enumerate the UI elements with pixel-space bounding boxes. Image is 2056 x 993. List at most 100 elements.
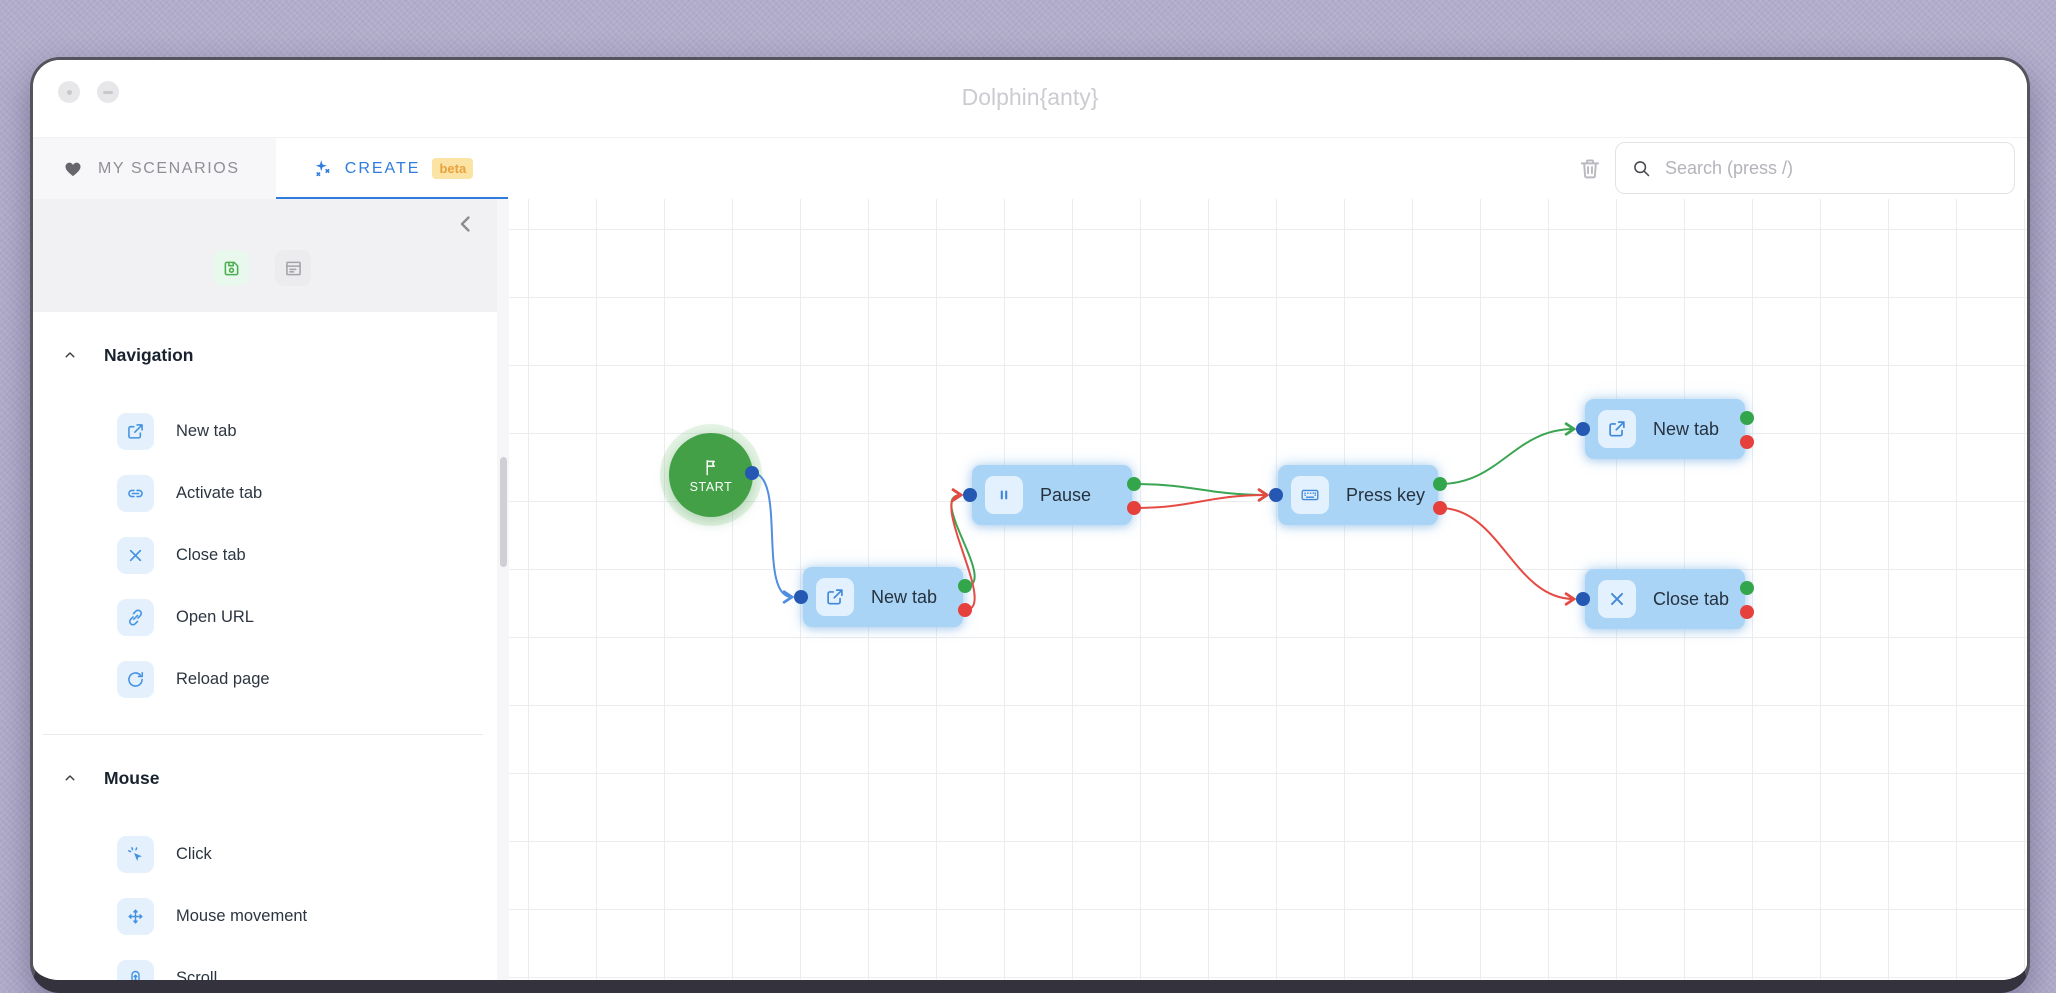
flow-node-newtab-a[interactable]: New tab (803, 567, 963, 627)
keyboard-icon (1299, 484, 1321, 506)
input-port[interactable] (963, 488, 977, 502)
beta-badge: beta (432, 158, 474, 179)
search-box (1615, 142, 2015, 194)
close-tab-icon (1606, 588, 1628, 610)
sidebar-item-open-url[interactable]: Open URL (33, 586, 497, 648)
collapse-sidebar-button[interactable] (451, 209, 481, 239)
sidebar-item-reload-page[interactable]: Reload page (33, 648, 497, 710)
section-header-mouse[interactable]: Mouse (33, 757, 497, 799)
error-port[interactable] (958, 603, 972, 617)
node-icon-chip (1291, 476, 1329, 514)
sidebar-scrollbar (497, 199, 509, 980)
app-window: Dolphin{anty} MY SCENARIOS CREATE beta (30, 57, 2030, 993)
search-icon (1631, 158, 1652, 179)
success-port[interactable] (1127, 477, 1141, 491)
node-label: Close tab (1653, 588, 1730, 609)
sidebar-item-click[interactable]: Click (33, 823, 497, 885)
edge-presskey-closetab (1439, 507, 1577, 606)
flow-node-presskey[interactable]: Press key (1278, 465, 1438, 525)
edge-pause-presskey (1133, 488, 1270, 509)
sidebar-item-mouse-movement[interactable]: Mouse movement (33, 885, 497, 947)
form-view-button[interactable] (275, 250, 311, 286)
sidebar-item-close-tab[interactable]: Close tab (33, 524, 497, 586)
item-icon-chip (117, 660, 154, 698)
input-port[interactable] (1269, 488, 1283, 502)
sidebar-item-activate-tab[interactable]: Activate tab (33, 462, 497, 524)
error-port[interactable] (1740, 435, 1754, 449)
sidebar-item-label: Mouse movement (176, 906, 308, 925)
tab-my-scenarios[interactable]: MY SCENARIOS (33, 138, 276, 199)
item-icon-chip (117, 598, 154, 636)
item-icon-chip (117, 474, 154, 512)
item-icon-chip (117, 536, 154, 574)
sidebar-item-new-tab[interactable]: New tab (33, 400, 497, 462)
edge-presskey-newtab-b (1439, 422, 1577, 485)
activate-tab-icon (125, 483, 146, 504)
output-port[interactable] (745, 466, 759, 480)
success-port[interactable] (1433, 477, 1447, 491)
new-tab-icon (125, 421, 146, 442)
save-button[interactable] (213, 250, 249, 286)
chevron-up-icon (63, 348, 77, 362)
scrollbar-thumb[interactable] (499, 457, 507, 567)
sidebar-item-label: Reload page (176, 669, 270, 688)
sparkles-icon (311, 158, 333, 180)
window-control-close[interactable] (58, 81, 80, 103)
flow-node-pause[interactable]: Pause (972, 465, 1132, 525)
new-tab-icon (824, 586, 846, 608)
success-port[interactable] (1740, 581, 1754, 595)
flow-edges (751, 422, 1577, 611)
error-port[interactable] (1127, 501, 1141, 515)
node-icon-chip (1598, 410, 1636, 448)
error-port[interactable] (1740, 605, 1754, 619)
node-icon-chip (985, 476, 1023, 514)
tab-create[interactable]: CREATE beta (276, 138, 508, 200)
flow-node-newtab-b[interactable]: New tab (1585, 399, 1745, 459)
chevron-left-icon (454, 212, 478, 236)
item-icon-chip (117, 959, 154, 980)
input-port[interactable] (1576, 422, 1590, 436)
click-icon (125, 844, 146, 865)
start-node-label: START (689, 479, 733, 494)
edge-start-newtab-a (751, 472, 795, 604)
item-icon-chip (117, 412, 154, 450)
sidebar-item-label: Open URL (176, 607, 254, 626)
sidebar-item-label: Click (176, 844, 212, 863)
flag-icon (701, 457, 721, 477)
open-url-icon (125, 607, 146, 628)
search-input[interactable] (1663, 156, 1999, 180)
section-title: Mouse (104, 767, 160, 788)
input-port[interactable] (794, 590, 808, 604)
success-port[interactable] (958, 579, 972, 593)
node-label: New tab (871, 586, 938, 607)
node-label: Pause (1040, 484, 1092, 505)
heart-icon (63, 159, 83, 179)
node-label: Press key (1346, 484, 1426, 505)
input-port[interactable] (1576, 592, 1590, 606)
sidebar-divider (43, 734, 483, 735)
flow-node-closetab[interactable]: Close tab (1585, 569, 1745, 629)
delete-button[interactable] (1575, 154, 1605, 184)
mouse-movement-icon (125, 906, 146, 927)
section-header-navigation[interactable]: Navigation (33, 334, 497, 376)
node-icon-chip (1598, 580, 1636, 618)
start-node[interactable]: START (669, 433, 753, 517)
sidebar-item-label: New tab (176, 421, 237, 440)
window-control-minimize[interactable] (97, 81, 119, 103)
sidebar-item-scroll[interactable]: Scroll (33, 947, 497, 980)
form-icon (283, 258, 304, 279)
new-tab-icon (1606, 418, 1628, 440)
success-port[interactable] (1740, 411, 1754, 425)
save-icon (221, 258, 242, 279)
titlebar: Dolphin{anty} (33, 60, 2027, 137)
edge-pause-presskey (1133, 483, 1270, 502)
item-icon-chip (117, 835, 154, 873)
reload-page-icon (125, 669, 146, 690)
error-port[interactable] (1433, 501, 1447, 515)
